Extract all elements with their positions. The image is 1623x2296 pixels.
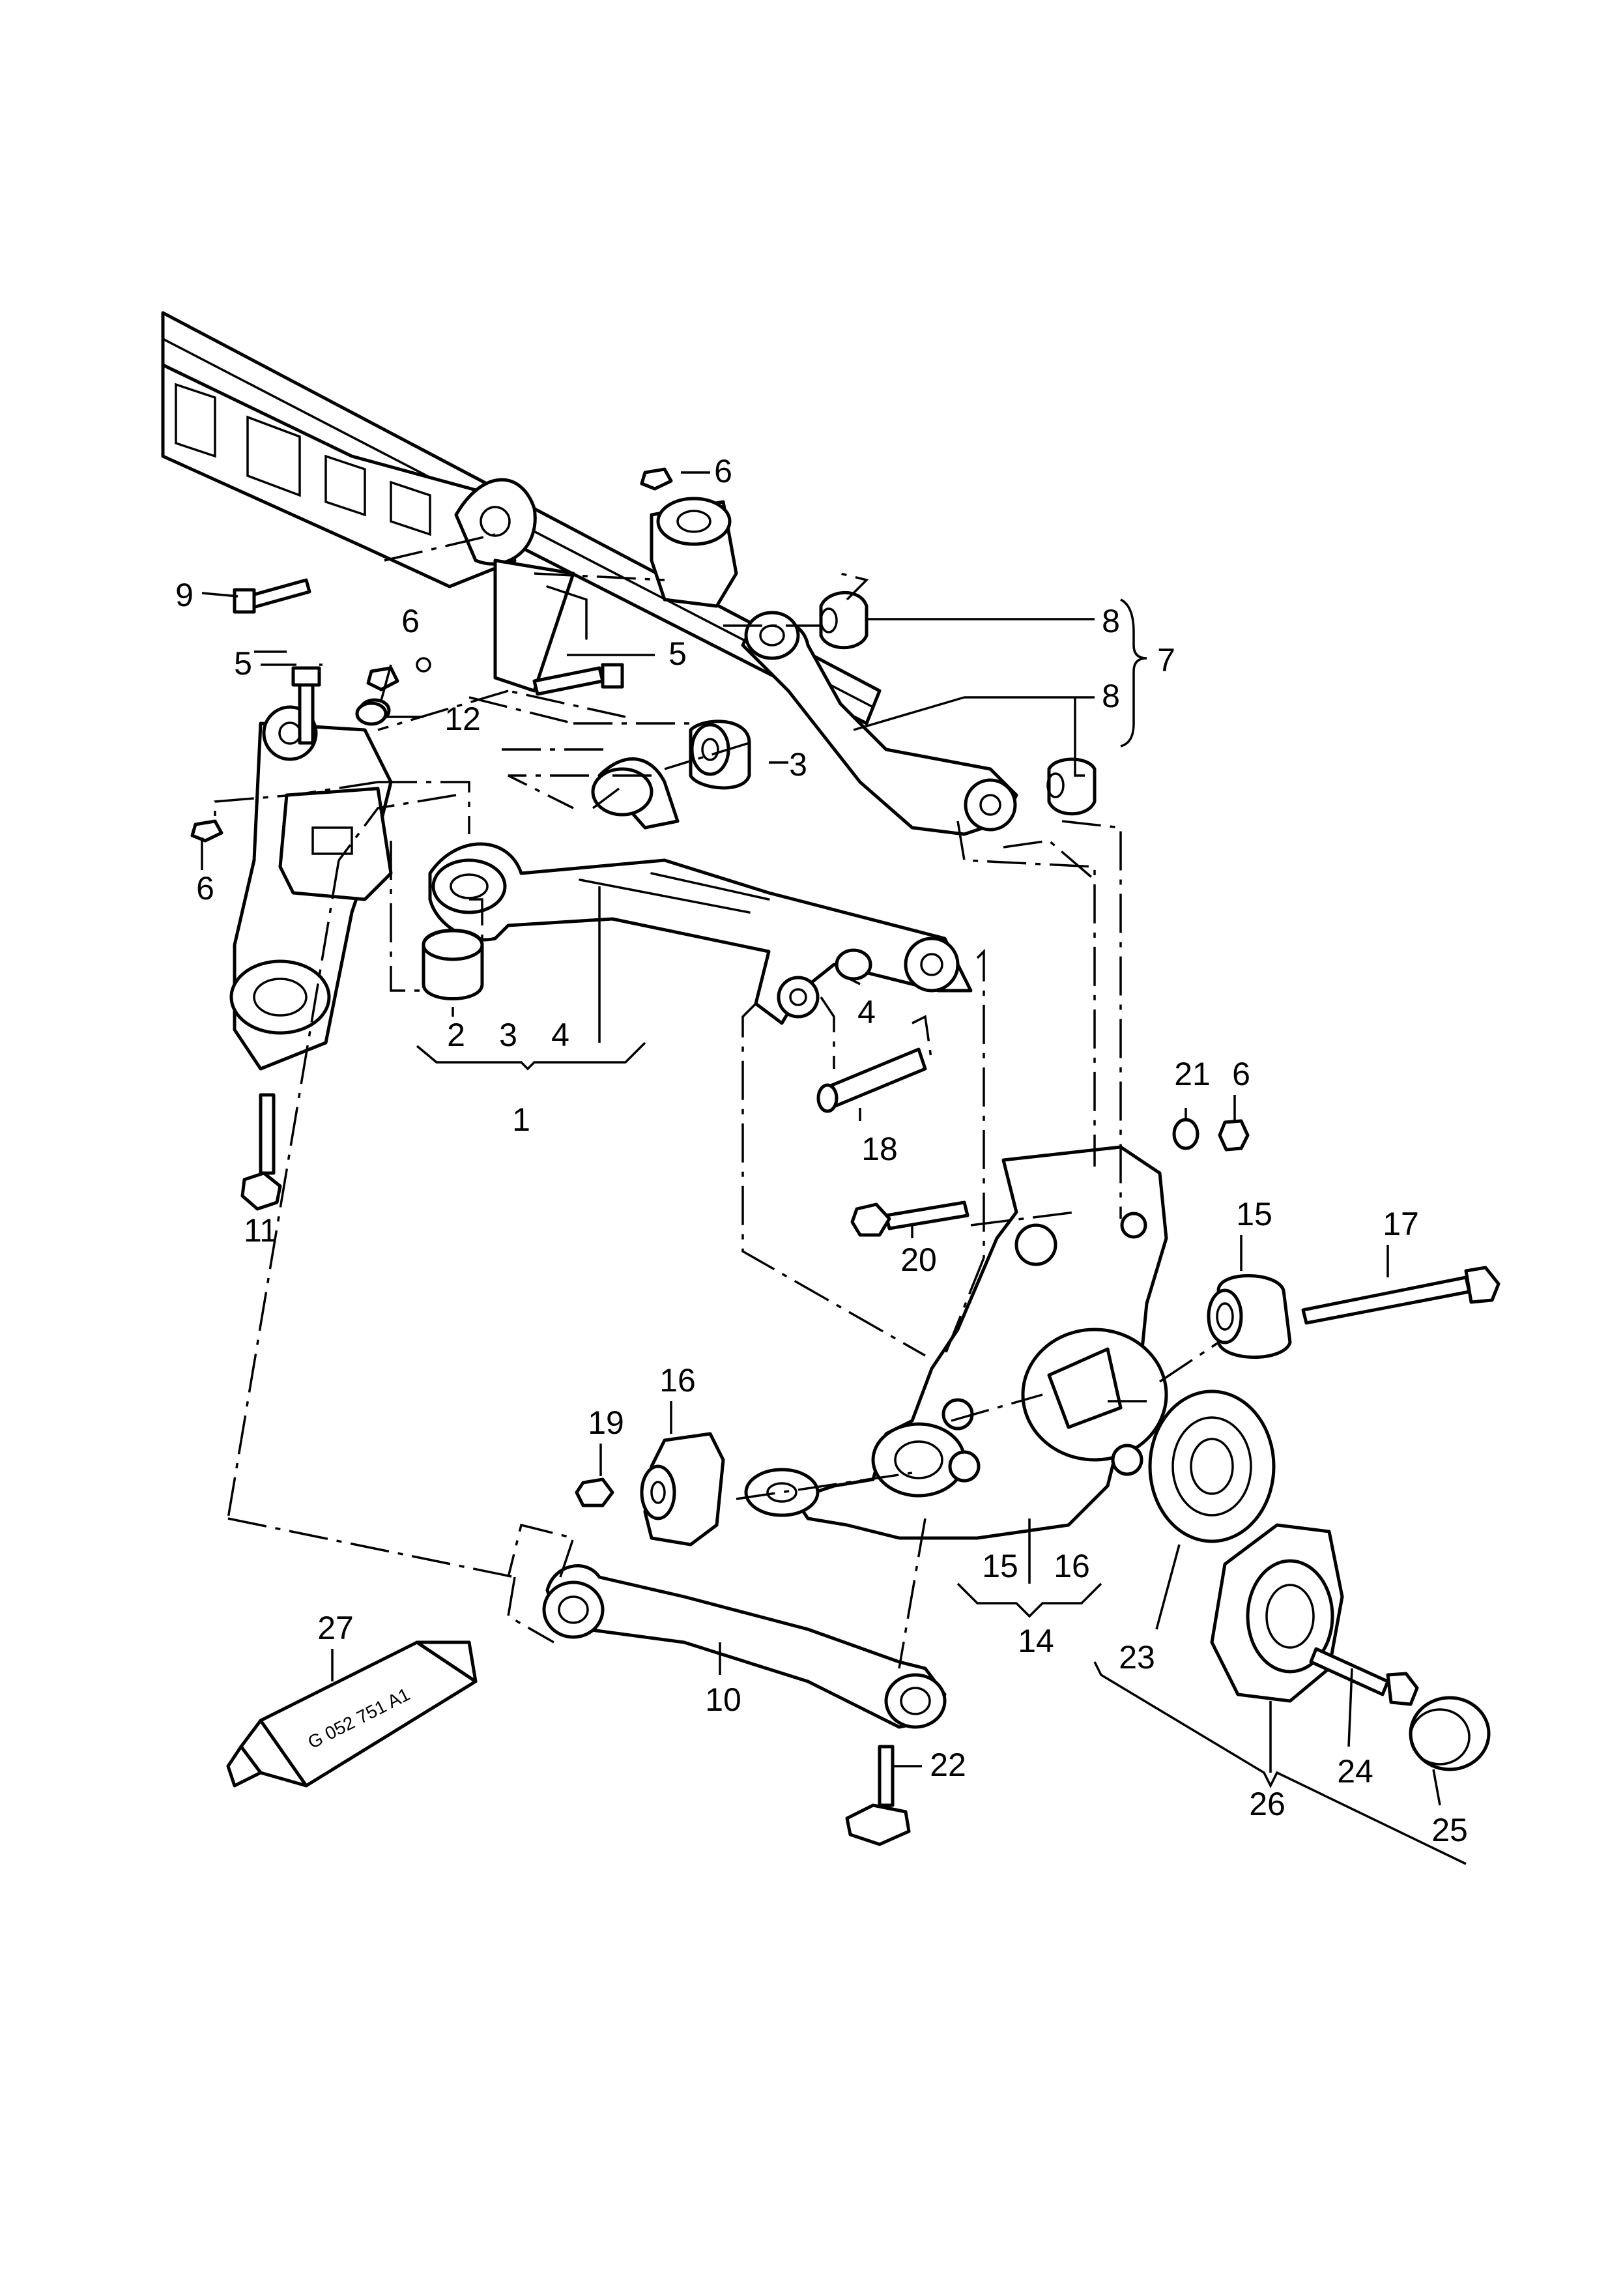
bolts-and-fasteners [190, 467, 1501, 1846]
callout-8: 8 [1102, 603, 1120, 639]
bushing-8-lower [1046, 757, 1097, 816]
callout-6: 6 [196, 870, 214, 907]
subframe-mount [650, 497, 738, 608]
callout-22: 22 [930, 1747, 966, 1783]
dust-cap [1409, 1696, 1491, 1771]
callout-3: 3 [789, 746, 807, 783]
callout-7: 7 [1157, 642, 1175, 678]
leader-lines [201, 471, 1467, 1865]
callout-11: 11 [244, 1212, 278, 1249]
lower-link [542, 1564, 947, 1729]
callout-24: 24 [1337, 1753, 1373, 1790]
callout-17: 17 [1383, 1206, 1419, 1242]
assembly-lines [214, 533, 1219, 1669]
callout-12: 12 [444, 701, 481, 737]
callout-2: 2 [447, 1017, 465, 1053]
bushing-3 [689, 719, 751, 790]
callout-6: 6 [1232, 1056, 1250, 1092]
callout-15: 15 [982, 1548, 1018, 1584]
callout-14: 14 [1018, 1623, 1054, 1659]
paste-tube [226, 1640, 478, 1788]
bushing-16 [640, 1432, 725, 1547]
callout-18: 18 [861, 1131, 898, 1167]
callout-23: 23 [1119, 1639, 1155, 1676]
callout-20: 20 [900, 1242, 937, 1278]
callout-10: 10 [705, 1681, 741, 1718]
bushing-4 [777, 948, 872, 1019]
upper-control-arm [741, 611, 1018, 836]
bushing-15 [1207, 1274, 1292, 1359]
callout-27: 27 [317, 1610, 354, 1646]
callout-15: 15 [1236, 1196, 1272, 1232]
callout-labels: 1 2 3 3 4 4 5 5 6 6 6 6 7 8 8 9 10 11 12… [175, 453, 1468, 1848]
callout-26: 26 [1249, 1786, 1285, 1822]
bushing-2 [422, 929, 484, 1000]
callout-3: 3 [499, 1017, 517, 1053]
subframe-bracket-left [229, 705, 393, 1071]
callout-19: 19 [588, 1404, 624, 1441]
callout-6: 6 [714, 453, 732, 489]
callout-4: 4 [551, 1017, 569, 1053]
callout-4: 4 [857, 994, 876, 1030]
subframe [161, 311, 882, 725]
callout-16: 16 [659, 1362, 696, 1399]
callout-25: 25 [1431, 1812, 1468, 1848]
wheel-bearing [1148, 1389, 1276, 1543]
callout-21: 21 [1174, 1056, 1211, 1092]
callout-6: 6 [401, 603, 420, 639]
callout-5: 5 [234, 645, 252, 682]
callout-16: 16 [1054, 1548, 1090, 1584]
wheel-hub [1210, 1523, 1344, 1703]
callout-5: 5 [668, 635, 687, 672]
wheel-carrier [744, 1145, 1168, 1540]
bushing-8-upper [819, 590, 869, 650]
callout-9: 9 [175, 577, 194, 613]
callout-8: 8 [1102, 678, 1120, 714]
spacer-sleeve [816, 1047, 927, 1113]
callout-1: 1 [512, 1101, 530, 1138]
